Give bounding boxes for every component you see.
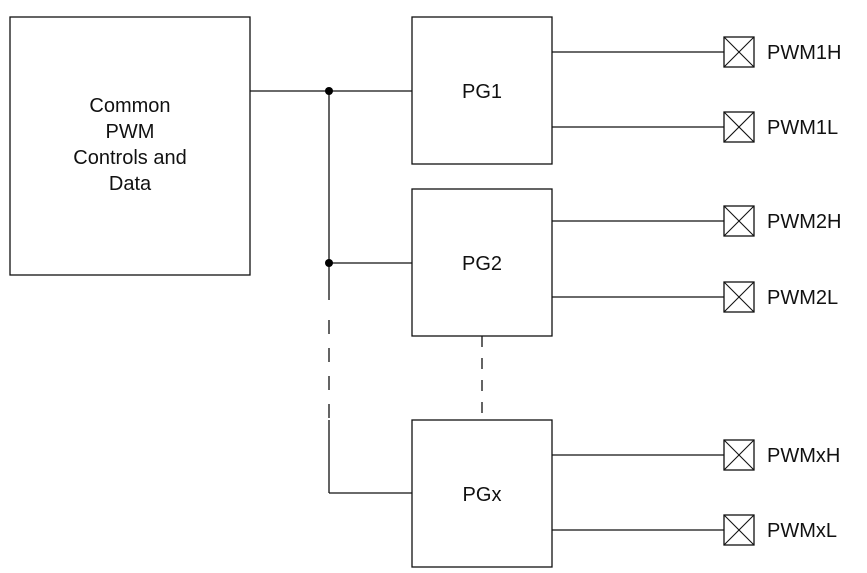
pin-pwm2l-label: PWM2L <box>767 287 838 309</box>
pin-pwm2l: PWM2L <box>723 281 838 313</box>
pg1-block <box>411 16 553 165</box>
pin-pwmxh-label: PWMxH <box>767 445 840 467</box>
pin-pwm1l-label: PWM1L <box>767 117 838 139</box>
pin-pwm1h-label: PWM1H <box>767 42 841 64</box>
pg2-block <box>411 188 553 337</box>
pin-pwm1l: PWM1L <box>723 111 838 143</box>
pg2-label: PG2 <box>462 253 502 275</box>
common-block-line-2: PWM <box>106 121 155 143</box>
pin-pwmxl: PWMxL <box>723 514 837 546</box>
pin-pwm2h: PWM2H <box>723 205 841 237</box>
pgx-block <box>411 419 553 568</box>
pin-pwm2h-label: PWM2H <box>767 211 841 233</box>
pgx-label: PGx <box>463 484 502 506</box>
common-block-line-1: Common <box>89 95 170 117</box>
common-pwm-block <box>9 16 251 276</box>
pin-pwmxh: PWMxH <box>723 439 840 471</box>
common-block-line-3: Controls and <box>73 147 186 169</box>
pg1-label: PG1 <box>462 81 502 103</box>
junction-dot-pg2 <box>325 259 333 267</box>
junction-dot-pg1 <box>325 87 333 95</box>
common-block-line-4: Data <box>109 173 152 195</box>
pin-pwmxl-label: PWMxL <box>767 520 837 542</box>
pin-pwm1h: PWM1H <box>723 36 841 68</box>
